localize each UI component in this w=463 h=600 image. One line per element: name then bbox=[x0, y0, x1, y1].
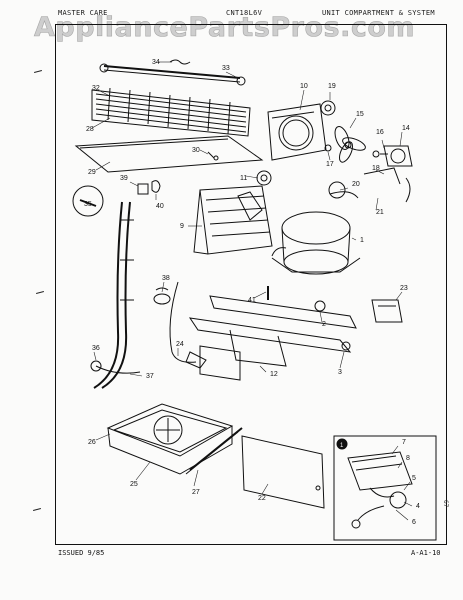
callout-14: 14 bbox=[402, 125, 410, 132]
header-brand: MASTER CARE bbox=[58, 9, 108, 17]
header-model: CNT18L6V bbox=[226, 9, 263, 17]
watermark-text: AppliancePartsPros.com bbox=[34, 12, 416, 44]
callout-7: 7 bbox=[402, 439, 406, 446]
callout-26: 26 bbox=[88, 439, 96, 446]
callout-22: 22 bbox=[258, 495, 266, 502]
callout-27: 27 bbox=[192, 489, 200, 496]
callout-3: 3 bbox=[338, 369, 342, 376]
callout-6: 6 bbox=[412, 519, 416, 526]
fan-shroud-10 bbox=[267, 103, 327, 161]
callout-20: 20 bbox=[352, 181, 360, 188]
callout-16: 16 bbox=[376, 129, 384, 136]
callout-18: 18 bbox=[372, 165, 380, 172]
side-margin-code: 67 bbox=[442, 500, 449, 508]
callout-4: 4 bbox=[416, 503, 420, 510]
callout-1: 1 bbox=[360, 237, 364, 244]
header-section-title: UNIT COMPARTMENT & SYSTEM bbox=[322, 9, 435, 17]
callout-10: 10 bbox=[300, 83, 308, 90]
callout-35: 35 bbox=[84, 201, 92, 208]
callout-38: 38 bbox=[162, 275, 170, 282]
callout-41: 41 bbox=[248, 297, 256, 304]
fan-motor-14 bbox=[380, 145, 413, 167]
callout-29: 29 bbox=[88, 169, 96, 176]
callout-37: 37 bbox=[146, 373, 154, 380]
base-rail-12 bbox=[188, 295, 357, 381]
diagram-frame bbox=[55, 24, 447, 545]
callout-17: 17 bbox=[326, 161, 334, 168]
defrost-pan-25 bbox=[106, 403, 234, 475]
condenser-coil bbox=[91, 87, 251, 137]
fan-blade-15 bbox=[334, 126, 366, 163]
callout-24: 24 bbox=[176, 341, 184, 348]
callout-5: 5 bbox=[412, 475, 416, 482]
callout-39: 39 bbox=[120, 175, 128, 182]
callout-25: 25 bbox=[130, 481, 138, 488]
issued-date: ISSUED 9/85 bbox=[58, 549, 105, 557]
callout-34: 34 bbox=[152, 59, 160, 66]
callout-19: 19 bbox=[328, 83, 336, 90]
callout-28: 28 bbox=[86, 126, 94, 133]
callout-12: 12 bbox=[270, 371, 278, 378]
evaporator-9 bbox=[193, 185, 273, 255]
callout-33: 33 bbox=[222, 65, 230, 72]
callout-40: 40 bbox=[156, 203, 164, 210]
inset-detail-box bbox=[333, 435, 437, 541]
callout-36: 36 bbox=[92, 345, 100, 352]
callout-11: 11 bbox=[240, 175, 247, 182]
callout-21: 21 bbox=[376, 209, 384, 216]
callout-9: 9 bbox=[180, 223, 184, 230]
callout-23: 23 bbox=[400, 285, 408, 292]
drain-hose-37 bbox=[93, 201, 134, 389]
callout-30: 30 bbox=[192, 147, 200, 154]
drain-pan-29 bbox=[74, 135, 264, 173]
tube-part-33 bbox=[103, 65, 241, 79]
callout-15: 15 bbox=[356, 111, 364, 118]
access-panel-22 bbox=[241, 435, 325, 509]
compressor-1 bbox=[271, 211, 361, 275]
callout-2: 2 bbox=[322, 321, 326, 328]
callout-8: 8 bbox=[406, 455, 410, 462]
page-code: A-A1-10 bbox=[411, 549, 441, 557]
inset-label: 1 bbox=[340, 443, 344, 449]
callout-32: 32 bbox=[92, 85, 100, 92]
